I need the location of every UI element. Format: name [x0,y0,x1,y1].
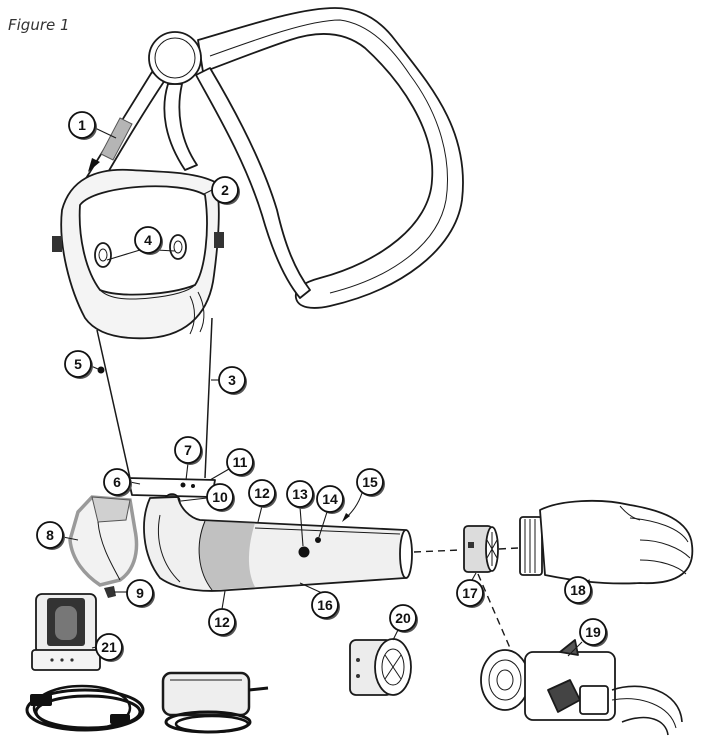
callout-16: 16 [311,591,340,620]
callout-5: 5 [64,350,93,379]
svg-text:2: 2 [221,182,229,198]
svg-text:13: 13 [292,486,308,502]
svg-text:7: 7 [184,442,192,458]
svg-text:3: 3 [228,372,236,388]
svg-text:18: 18 [570,582,586,598]
callout-21: 21 [95,633,124,662]
callout-6: 6 [103,468,132,497]
callout-19: 19 [579,618,608,647]
callout-9: 9 [126,579,155,608]
battery-charger [31,593,101,671]
callout-4: 4 [134,226,163,255]
svg-text:16: 16 [317,597,333,613]
callout-18: 18 [564,576,593,605]
callout-14: 14 [316,485,345,514]
exhalation-valve-right [169,234,187,260]
filter-adapter [463,525,499,573]
callout-2: 2 [211,176,240,205]
indicator-light [315,537,321,543]
svg-text:15: 15 [362,474,378,490]
svg-text:14: 14 [322,491,338,507]
callout-13: 13 [286,480,315,509]
headband [84,7,464,309]
svg-text:11: 11 [233,454,248,470]
breathing-hose [96,317,213,479]
assembly-lines [413,547,519,649]
svg-text:12: 12 [214,614,230,630]
glove [519,499,694,585]
figure-caption: Figure 1 [8,16,70,34]
svg-text:4: 4 [144,232,152,248]
power-adapter [161,671,269,734]
svg-text:10: 10 [212,489,228,505]
callout-15: 15 [356,468,385,497]
belt-clip [104,586,116,598]
callout-10: 10 [206,483,235,512]
svg-text:12: 12 [254,485,270,501]
callout-3: 3 [218,366,247,395]
svg-text:8: 8 [46,527,54,543]
filter-cartridge [349,638,412,696]
callout-7: 7 [174,436,203,465]
charger-cable [25,684,145,732]
callout-12-top: 12 [248,479,277,508]
svg-text:5: 5 [74,356,82,372]
blower-unit [143,496,413,592]
callout-17: 17 [456,579,485,608]
callout-12-bottom: 12 [208,608,237,637]
svg-text:21: 21 [101,639,117,655]
headband-ring [148,31,202,85]
blower-attachment [480,639,683,736]
callout-11: 11 [226,448,255,477]
callout-1: 1 [68,111,97,140]
svg-text:9: 9 [136,585,144,601]
svg-text:6: 6 [113,474,121,490]
power-button [298,546,310,558]
face-shield [52,168,224,374]
svg-text:1: 1 [78,117,86,133]
callout-8: 8 [36,521,65,550]
battery-pack [68,495,139,598]
svg-text:19: 19 [585,624,601,640]
exhalation-valve-left [94,242,112,268]
svg-text:17: 17 [462,585,478,601]
svg-text:20: 20 [395,610,411,626]
callout-20: 20 [389,604,418,633]
hood-marker-dot [97,366,105,374]
